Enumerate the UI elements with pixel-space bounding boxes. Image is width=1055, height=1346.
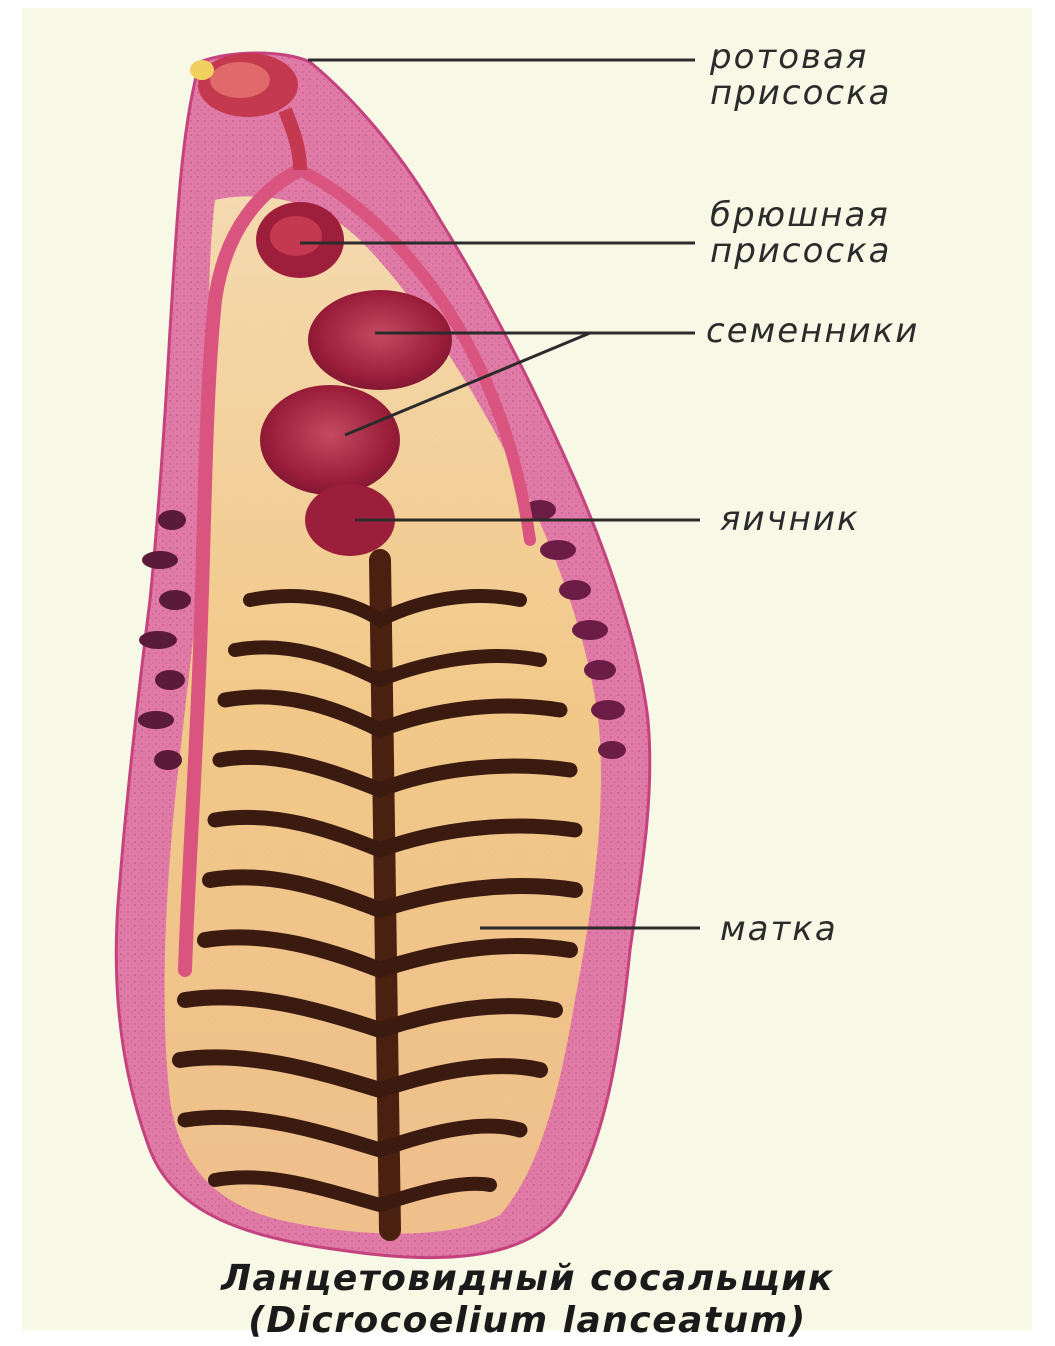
label-testes: семенники [706,312,919,350]
ventral-sucker [256,202,344,278]
label-uterus: матка [720,910,838,948]
label-ventral-sucker-line2: присоска [710,232,891,270]
label-ventral-sucker-line1: брюшная [710,196,890,234]
caption-title: Ланцетовидный сосальщик [0,1258,1055,1299]
label-oral-sucker-line1: ротовая [710,38,868,76]
label-ovary: яичник [720,500,860,538]
caption-latin-name: (Dicrocoelium lanceatum) [0,1300,1055,1341]
label-oral-sucker-line2: присоска [710,74,891,112]
